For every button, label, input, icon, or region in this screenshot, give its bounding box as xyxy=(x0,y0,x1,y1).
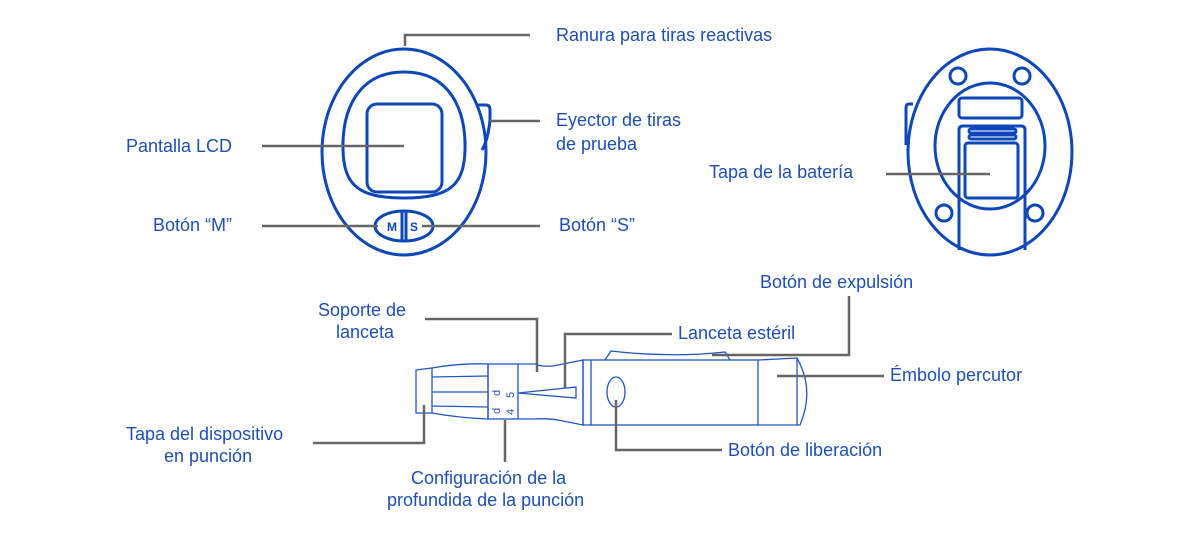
screw-hole xyxy=(1012,66,1032,86)
label-depth-1: Configuración de la xyxy=(411,468,567,488)
plunger xyxy=(757,357,808,426)
meter-body xyxy=(320,47,488,257)
label-sterile-lancet: Lanceta estéril xyxy=(678,323,795,343)
lancing-device: 5 4 d d xyxy=(415,350,808,426)
label-lancet-holder-1: Soporte de xyxy=(318,300,406,320)
label-plunger: Émbolo percutor xyxy=(890,365,1022,385)
screen-bezel xyxy=(341,70,467,200)
label-battery-cover: Tapa de la batería xyxy=(709,162,854,182)
screw-hole xyxy=(948,66,968,86)
m-button: M xyxy=(387,220,397,234)
meter-back-body xyxy=(906,47,1074,257)
svg-text:d: d xyxy=(491,408,503,414)
lcd-screen xyxy=(365,102,444,194)
label-ejector-2: de prueba xyxy=(556,134,638,154)
sterile-lancet xyxy=(517,386,577,399)
label-button-m: Botón “M” xyxy=(153,215,232,235)
svg-text:d: d xyxy=(491,390,503,396)
label-lcd: Pantalla LCD xyxy=(126,136,232,156)
label-cap-1: Tapa del dispositivo xyxy=(126,424,283,444)
meter-back xyxy=(904,47,1074,257)
battery-cover xyxy=(963,141,1020,200)
label-button-s: Botón “S” xyxy=(559,215,635,235)
depth-number: 4 xyxy=(505,409,517,415)
screw-hole xyxy=(934,203,954,223)
side-tab xyxy=(904,102,913,145)
depth-dial xyxy=(487,363,519,420)
label-strip-slot: Ranura para tiras reactivas xyxy=(556,25,772,45)
meter-front: M S xyxy=(320,47,492,257)
s-button: S xyxy=(410,220,418,234)
label-cap-2: en punción xyxy=(164,446,252,466)
battery-compartment xyxy=(957,124,1027,250)
screw-hole xyxy=(1025,203,1045,223)
label-eject-button: Botón de expulsión xyxy=(760,272,913,292)
strip-ejector xyxy=(478,103,492,151)
label-ejector-1: Eyector de tiras xyxy=(556,110,681,130)
label-release-button: Botón de liberación xyxy=(728,440,882,460)
depth-number: 5 xyxy=(505,392,517,398)
barrel xyxy=(582,359,759,426)
label-depth-2: profundida de la punción xyxy=(387,490,584,510)
label-lancet-holder-2: lanceta xyxy=(336,322,395,342)
eject-button xyxy=(604,350,731,361)
